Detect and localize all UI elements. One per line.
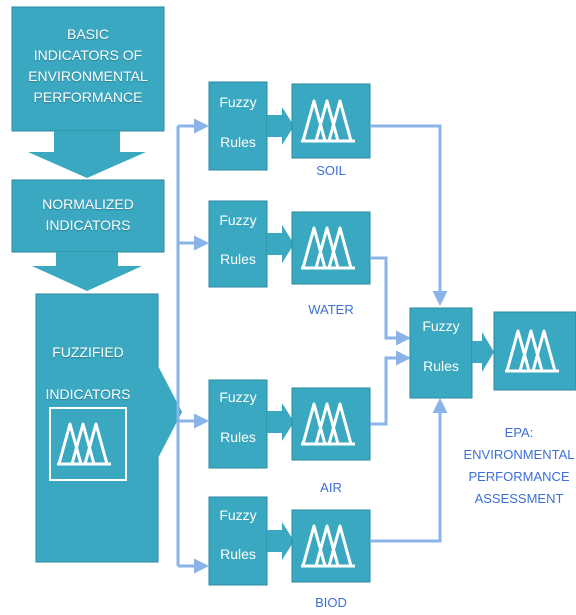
aggregator-fuzzy-word: Fuzzy (422, 318, 460, 334)
connector-soil-to-aggregator (370, 124, 448, 306)
aggregator-arrow (472, 332, 494, 372)
connector-biod-to-aggregator (370, 398, 448, 543)
water-rules-fuzzy-word: Fuzzy (219, 212, 257, 228)
normalized-indicators-box (11, 179, 165, 253)
air-caption: AIR (320, 480, 342, 495)
biod-rules-fuzzy-word: Fuzzy (219, 507, 257, 523)
water-rules-box (208, 200, 268, 288)
basic-indicators-label: BASIC INDICATORS OF ENVIRONMENTAL PERFOR… (28, 26, 148, 105)
biod-rules-rules-word: Rules (220, 546, 256, 562)
basic-indicators-box (11, 6, 165, 132)
biod-rules-arrow (267, 522, 294, 560)
soil-caption: SOIL (316, 163, 346, 178)
soil-rules-rules-word: Rules (220, 134, 256, 150)
aggregator-rules-box (409, 307, 473, 399)
water-rules-arrow (267, 225, 294, 263)
biod-caption: BIOD (315, 595, 347, 610)
epa-caption: EPA: ENVIRONMENTAL PERFORMANCE ASSESSMEN… (463, 425, 575, 506)
down-arrow-2 (32, 252, 142, 291)
air-rules-rules-word: Rules (220, 429, 256, 445)
soil-rules-arrow (267, 107, 294, 145)
normalized-indicators-label: NORMALIZED INDICATORS (42, 196, 134, 233)
water-caption: WATER (308, 302, 354, 317)
fuzzified-indicators-label: FUZZIFIED INDICATORS (45, 344, 131, 402)
air-rules-arrow (267, 403, 294, 441)
soil-rules-fuzzy-word: Fuzzy (219, 94, 257, 110)
connector-air-to-aggregator (370, 350, 411, 426)
connector-water-to-aggregator (370, 256, 411, 346)
biod-rules-box (208, 496, 268, 586)
fuzzified-right-arrow (156, 362, 182, 462)
air-rules-fuzzy-word: Fuzzy (219, 389, 257, 405)
water-rules-rules-word: Rules (220, 251, 256, 267)
aggregator-rules-word: Rules (423, 358, 459, 374)
down-arrow-1 (28, 131, 146, 178)
